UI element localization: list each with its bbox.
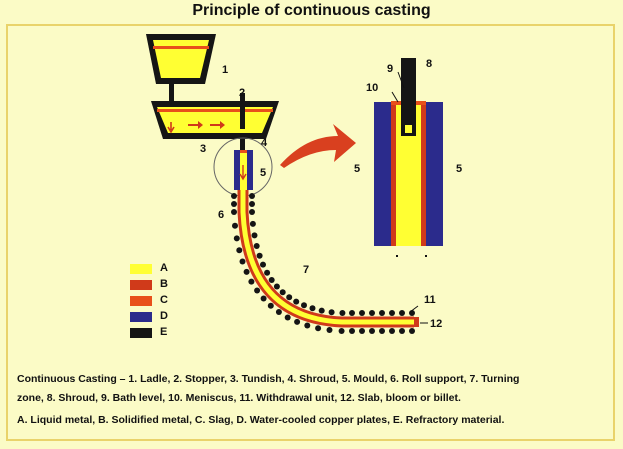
roll [249, 209, 255, 215]
legend-label-b: B [160, 278, 168, 290]
roll [286, 294, 293, 301]
mould-detail [374, 58, 443, 257]
roll [379, 328, 385, 334]
legend-swatch-e [130, 328, 152, 338]
label-3: 3 [200, 143, 206, 155]
legend-item-e: E [130, 326, 210, 341]
label-10: 10 [366, 82, 378, 94]
roll [249, 220, 256, 227]
roll [256, 252, 263, 259]
legend-label-d: D [160, 310, 168, 322]
legend-item-d: D [130, 310, 210, 325]
roll [349, 328, 355, 334]
roll [315, 325, 322, 332]
roll [399, 328, 405, 334]
legend-item-a: A [130, 262, 210, 277]
legend-label-a: A [160, 262, 168, 274]
label-5-right: 5 [456, 163, 462, 175]
flow-arrows [167, 121, 225, 134]
label-4: 4 [261, 137, 268, 149]
roll [243, 268, 250, 275]
roll [260, 295, 267, 302]
label-11: 11 [424, 294, 436, 306]
roll [249, 201, 255, 207]
roll [253, 243, 260, 249]
roll [369, 328, 375, 334]
label-5: 5 [260, 167, 266, 179]
label-12: 12 [430, 318, 442, 330]
diagram-title: Principle of continuous casting [192, 2, 431, 19]
legend-swatch-c [130, 296, 152, 306]
roll [338, 328, 345, 334]
roll [231, 201, 237, 207]
diagram-frame [6, 24, 615, 441]
roll [254, 287, 261, 294]
legend-swatch-a [130, 264, 152, 274]
roll [328, 309, 335, 316]
stopper [240, 93, 245, 129]
roll [284, 314, 291, 321]
roll [349, 310, 355, 316]
legend-swatch-d [130, 312, 152, 322]
legend-item-c: C [130, 294, 210, 309]
caption-line-3: A. Liquid metal, B. Solidified metal, C.… [17, 414, 505, 426]
roll [389, 328, 395, 334]
roll [268, 277, 275, 283]
leader-11 [409, 305, 419, 313]
roll [301, 302, 307, 309]
roll [389, 310, 395, 316]
roll [264, 269, 271, 276]
roll [279, 289, 286, 296]
roll [309, 305, 316, 312]
roll [326, 327, 333, 333]
roll [275, 309, 282, 315]
label-2: 2 [239, 87, 245, 99]
slab-end [414, 317, 419, 327]
label-7: 7 [303, 264, 309, 276]
roll [294, 318, 301, 325]
roll [251, 232, 258, 239]
roll [232, 222, 238, 229]
legend-item-b: B [130, 278, 210, 293]
roll [293, 298, 300, 305]
roll [231, 193, 237, 199]
roll [267, 302, 274, 309]
roll [273, 283, 280, 290]
roll [339, 310, 346, 316]
label-1: 1 [222, 64, 228, 76]
roll [304, 322, 311, 329]
roll [379, 310, 385, 316]
roll [359, 328, 365, 334]
roll [359, 310, 365, 316]
roll [239, 258, 246, 265]
legend-label-e: E [160, 326, 168, 338]
roll [318, 307, 325, 314]
label-5-left: 5 [354, 163, 360, 175]
tundish [151, 101, 279, 139]
roll [236, 247, 243, 254]
roll [409, 328, 415, 334]
mould-small [234, 150, 253, 190]
caption-line-2: zone, 8. Shroud, 9. Bath level, 10. Meni… [17, 392, 461, 404]
roll [248, 278, 255, 285]
ladle [146, 34, 216, 84]
label-8: 8 [426, 58, 432, 70]
roll [231, 209, 237, 215]
zoom-arrow [280, 124, 356, 168]
roll [233, 235, 240, 242]
label-9: 9 [387, 63, 393, 75]
roll [369, 310, 375, 316]
roll-support [231, 193, 415, 334]
label-6: 6 [218, 209, 224, 221]
roll [260, 261, 266, 268]
roll [249, 193, 255, 199]
roll [399, 310, 405, 316]
legend-label-c: C [160, 294, 168, 306]
strand [237, 190, 414, 328]
caption-line-1: Continuous Casting – 1. Ladle, 2. Stoppe… [17, 373, 520, 385]
legend-swatch-b [130, 280, 152, 290]
